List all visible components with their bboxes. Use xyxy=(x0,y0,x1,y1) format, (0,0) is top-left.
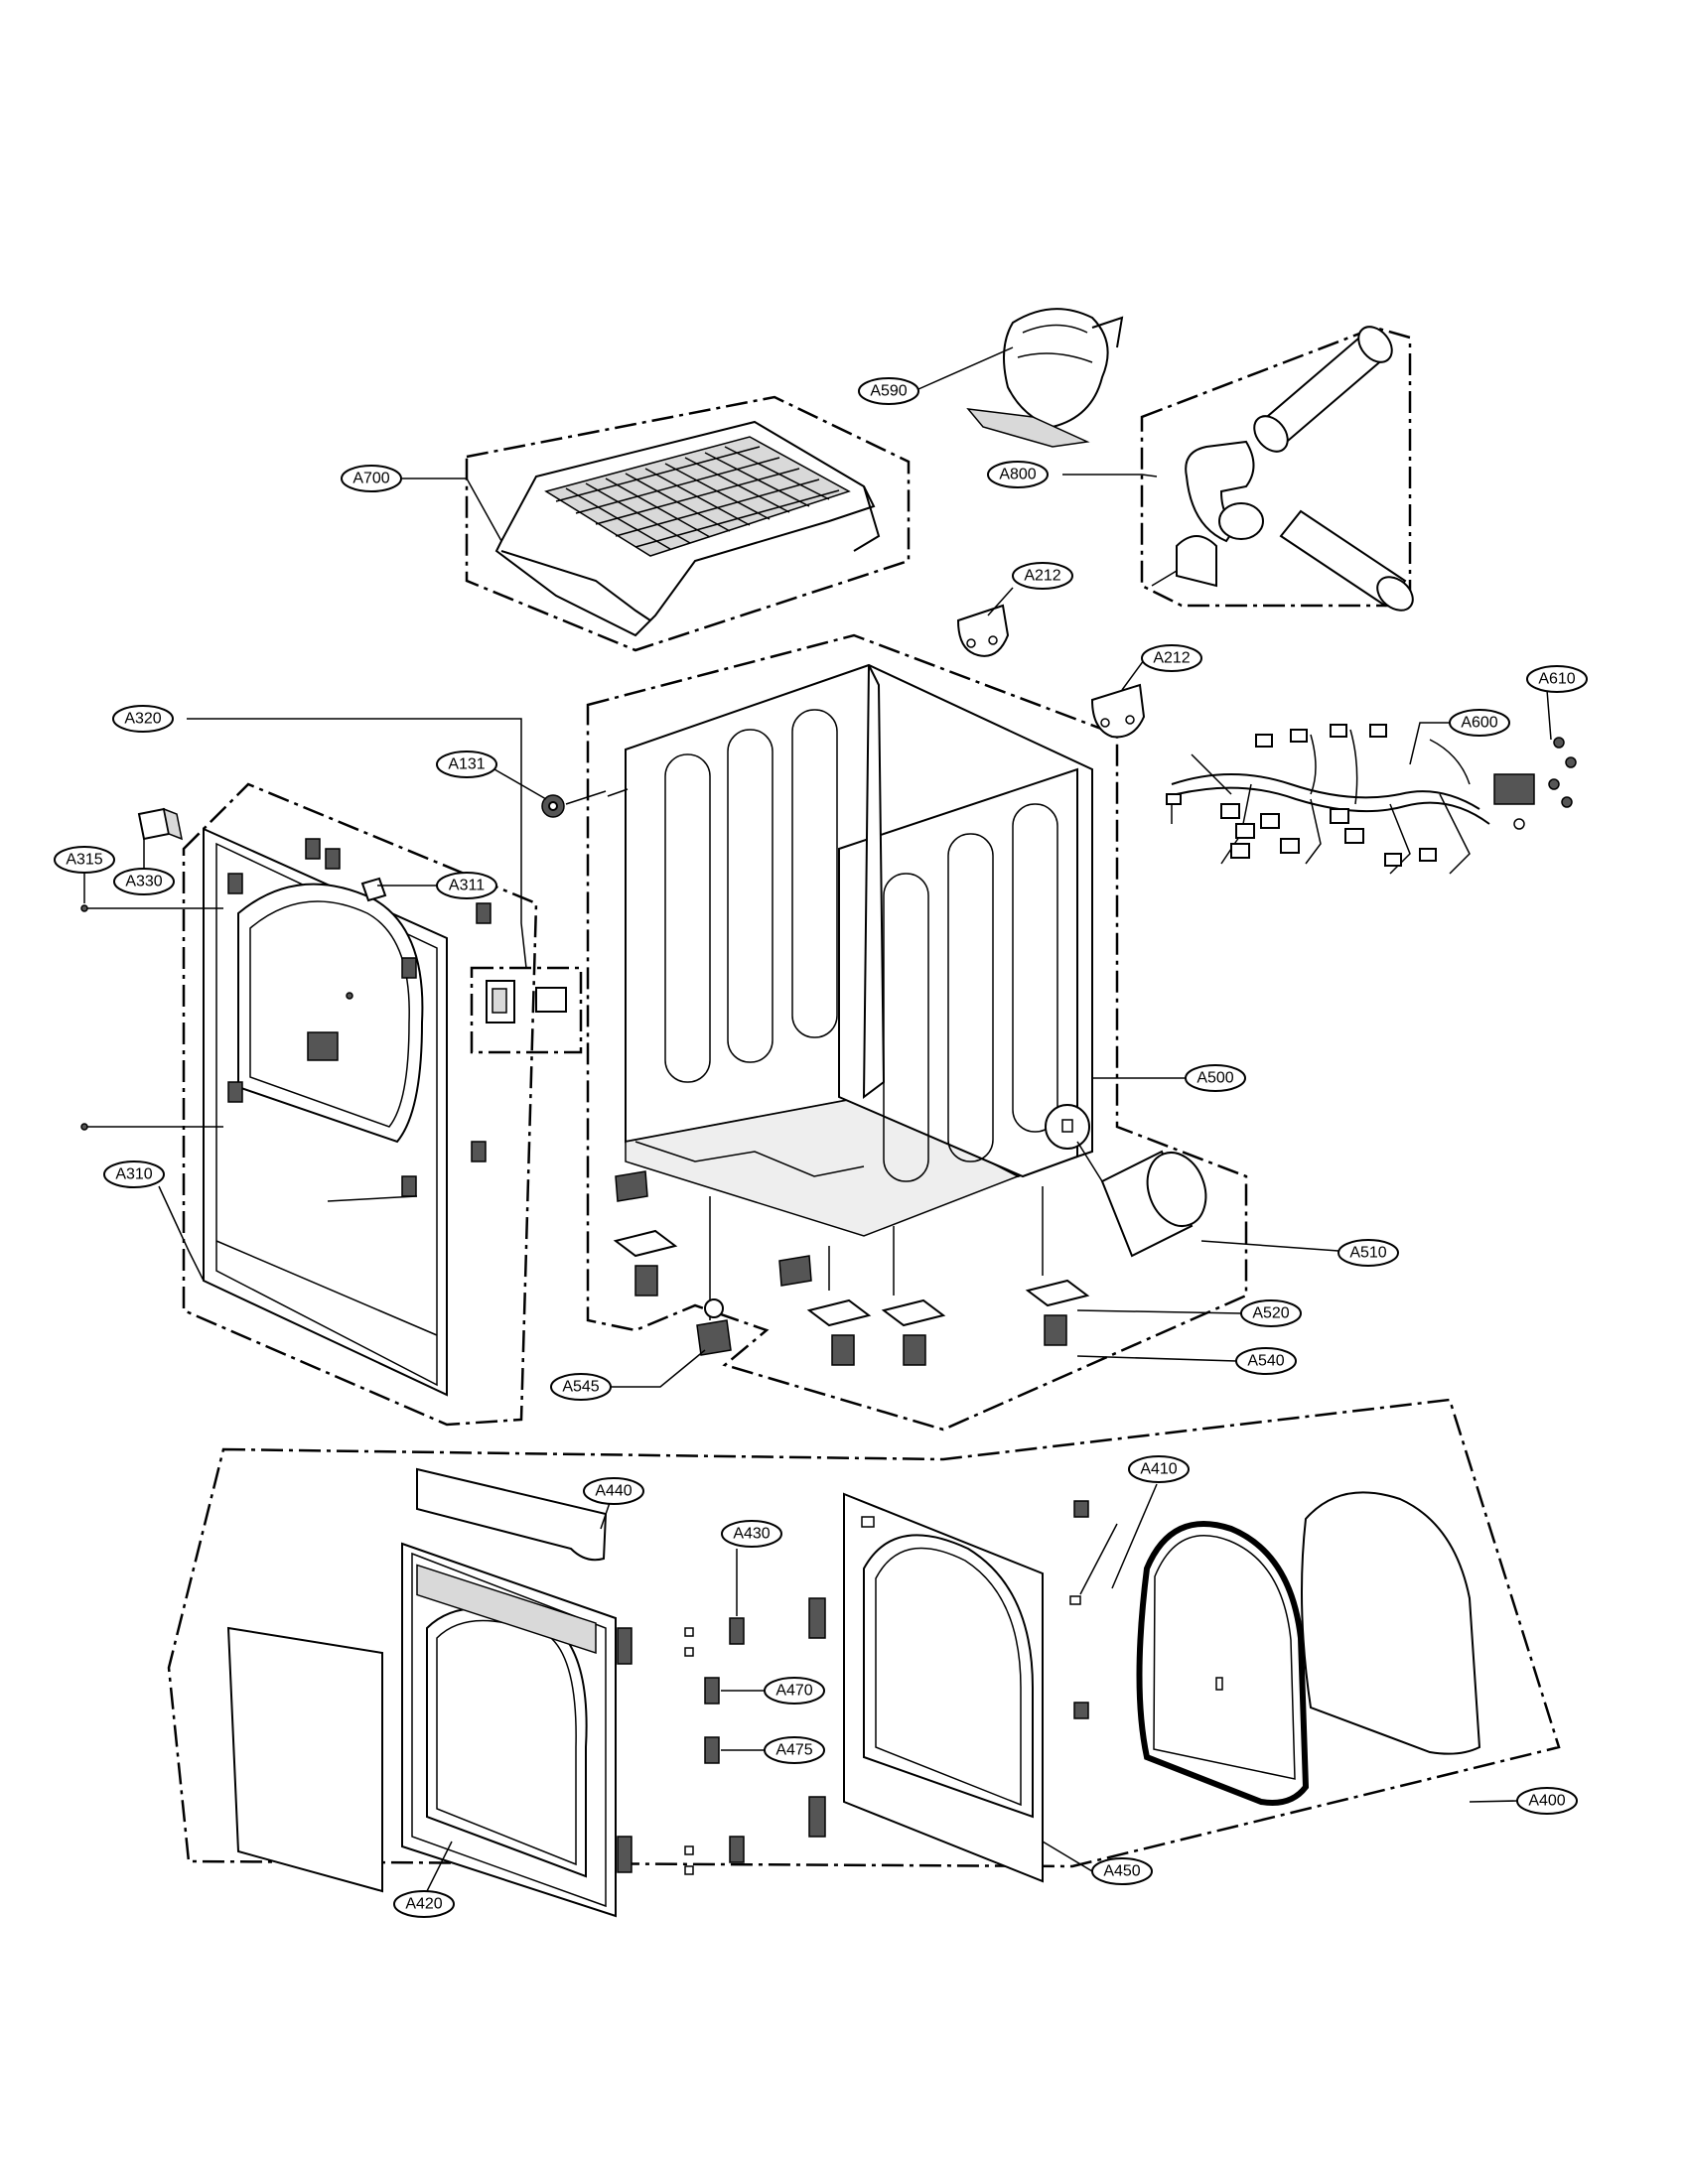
part-a700-grille xyxy=(494,420,881,637)
callout-a400: A400 xyxy=(1516,1787,1578,1815)
part-a310-front-panel xyxy=(203,827,448,1397)
callout-a500-text: A500 xyxy=(1196,1070,1233,1087)
callout-a420: A420 xyxy=(393,1890,455,1918)
part-a400-door-assembly xyxy=(226,1467,1481,1918)
part-a600-wire-harness xyxy=(1166,724,1535,875)
callout-a320: A320 xyxy=(112,705,174,733)
callout-a800: A800 xyxy=(987,461,1049,488)
callout-a330-text: A330 xyxy=(125,874,162,890)
callout-a315: A315 xyxy=(54,846,115,874)
callout-a310: A310 xyxy=(103,1160,165,1188)
part-a320-latch xyxy=(486,980,567,1024)
callout-a440-text: A440 xyxy=(595,1483,632,1500)
callout-a212-lower: A212 xyxy=(1141,644,1202,672)
callout-a470-text: A470 xyxy=(775,1683,812,1700)
callout-a311: A311 xyxy=(436,872,497,899)
callout-a450-text: A450 xyxy=(1103,1863,1140,1880)
callout-a410-text: A410 xyxy=(1140,1461,1177,1478)
callout-a450: A450 xyxy=(1091,1857,1153,1885)
callout-a700: A700 xyxy=(341,465,402,492)
callout-a510-text: A510 xyxy=(1349,1245,1386,1262)
callout-a600: A600 xyxy=(1449,709,1510,737)
callout-a540-text: A540 xyxy=(1247,1353,1284,1370)
callout-a212-upper-text: A212 xyxy=(1024,568,1060,585)
callout-a330: A330 xyxy=(113,868,175,895)
leader-lines xyxy=(83,346,1552,1892)
part-a545-foot xyxy=(696,1298,732,1356)
callout-a520: A520 xyxy=(1240,1299,1302,1327)
callout-a590: A590 xyxy=(858,377,919,405)
callout-a430: A430 xyxy=(721,1520,782,1548)
callout-a400-text: A400 xyxy=(1528,1793,1565,1810)
callout-a610-text: A610 xyxy=(1538,671,1575,688)
callout-a475-text: A475 xyxy=(775,1742,812,1759)
callout-a475: A475 xyxy=(764,1736,825,1764)
part-a311-clip xyxy=(360,877,387,902)
callout-a320-text: A320 xyxy=(124,711,161,728)
callout-a311-text: A311 xyxy=(449,878,485,894)
part-a212-bracket-upper xyxy=(956,604,1010,657)
part-a212-bracket-lower xyxy=(1090,683,1146,739)
part-a610-screws xyxy=(1548,737,1577,808)
callout-a700-text: A700 xyxy=(352,471,389,487)
part-a330-hinge-block xyxy=(137,807,184,841)
callout-a420-text: A420 xyxy=(405,1896,442,1913)
callout-a430-text: A430 xyxy=(733,1526,770,1543)
callout-a500: A500 xyxy=(1185,1064,1246,1092)
callout-a131-text: A131 xyxy=(448,756,485,773)
part-a800-exhaust-duct xyxy=(1151,326,1414,612)
group-outline-a700 xyxy=(465,395,911,652)
callout-a212-upper: A212 xyxy=(1012,562,1073,590)
callout-a800-text: A800 xyxy=(999,467,1036,483)
callout-a440: A440 xyxy=(583,1477,644,1505)
part-a131-grommet xyxy=(541,790,607,818)
callout-a610: A610 xyxy=(1526,665,1588,693)
part-a510-exhaust-tube xyxy=(1076,1141,1207,1258)
callout-a470: A470 xyxy=(764,1677,825,1705)
callout-a540: A540 xyxy=(1235,1347,1297,1375)
part-a315-screw xyxy=(80,904,353,1131)
group-outline-a310 xyxy=(182,782,538,1427)
part-a590-vent-hood xyxy=(966,308,1124,448)
callout-a510: A510 xyxy=(1337,1239,1399,1267)
callout-a131: A131 xyxy=(436,751,497,778)
callout-a310-text: A310 xyxy=(115,1166,152,1183)
callout-a545-text: A545 xyxy=(562,1379,599,1396)
part-a500-cabinet xyxy=(607,663,1093,1366)
callout-a590-text: A590 xyxy=(870,383,907,400)
callout-a545: A545 xyxy=(550,1373,612,1401)
callout-a410: A410 xyxy=(1128,1455,1190,1483)
callout-a600-text: A600 xyxy=(1461,715,1497,732)
callout-a315-text: A315 xyxy=(66,852,102,869)
callout-a520-text: A520 xyxy=(1252,1305,1289,1322)
group-outline-a400 xyxy=(167,1398,1561,1868)
callout-a212-lower-text: A212 xyxy=(1153,650,1190,667)
part-hinge-pair xyxy=(305,838,492,1162)
